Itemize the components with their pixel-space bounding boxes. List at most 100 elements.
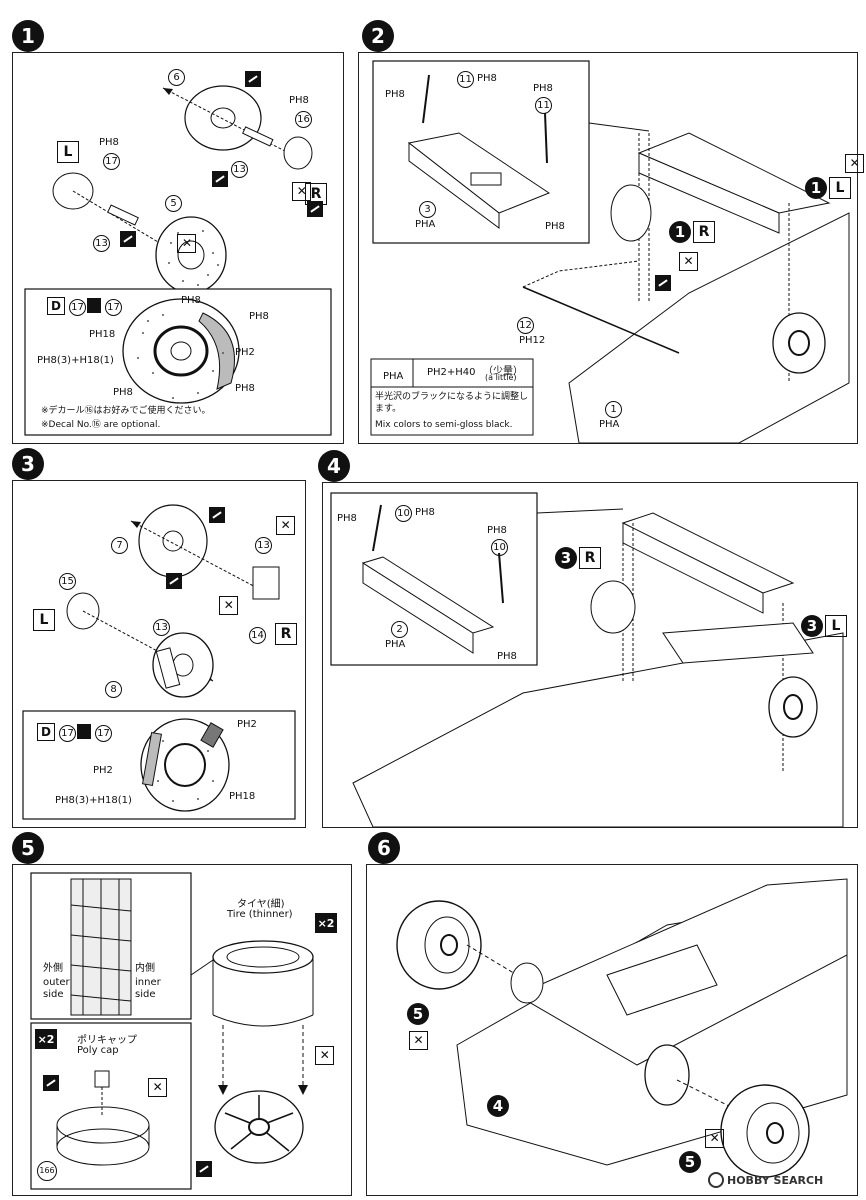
paint-code: PH8: [235, 383, 255, 394]
cement-icon: ✕: [845, 154, 865, 173]
decal-note-en: ※Decal No.⑯ are optional.: [41, 420, 161, 430]
part-13-label: 13: [231, 161, 248, 178]
hourglass-icon: [77, 724, 91, 739]
ref-step-5-badge: 5: [679, 1151, 701, 1173]
part-14-label: 14: [249, 627, 266, 644]
step-2-number: 2: [362, 20, 394, 52]
step-4-number: 4: [318, 450, 350, 482]
ref-step-3-badge: 3: [555, 547, 577, 569]
watermark-logo-icon: [708, 1172, 724, 1188]
cement-icon: ✕: [276, 516, 296, 535]
paint-code: PH8: [113, 387, 133, 398]
qty-x2-badge: ×2: [315, 913, 337, 933]
side-l-box: L: [825, 615, 847, 637]
cement-icon: ✕: [219, 596, 239, 615]
polycap-jp: ポリキャップ: [77, 1035, 137, 1046]
paint-code: PH2: [93, 765, 113, 776]
paint-code: PH8: [385, 89, 405, 100]
table-left-code: PHA: [383, 371, 404, 382]
cement-icon: ✕: [679, 252, 698, 271]
part-13-label: 13: [93, 235, 110, 252]
part-15-label: 15: [59, 573, 76, 590]
paint-mix: PH8(3)+H18(1): [37, 355, 114, 366]
watermark-text: HOBBY SEARCH: [727, 1173, 824, 1187]
paint-code: PH2: [235, 347, 255, 358]
qty-x2-badge: ×2: [35, 1029, 57, 1049]
decal-icon: [196, 1161, 213, 1177]
table-right-code: PH2+H40: [427, 367, 476, 378]
cement-icon: ✕: [409, 1031, 428, 1050]
table-small-jp: （少量）: [483, 366, 523, 377]
side-l-box: L: [33, 609, 55, 631]
ref-step-4-badge: 4: [487, 1095, 509, 1117]
watermark: HOBBY SEARCH: [708, 1172, 823, 1188]
decal-icon: [166, 573, 183, 589]
paint-code: PH18: [229, 791, 256, 802]
paint-code: PHA: [385, 639, 406, 650]
paint-code: PH2: [237, 719, 257, 730]
table-note-jp: 半光沢のブラックになるように調整します。: [375, 392, 529, 414]
paint-code: PH12: [519, 335, 546, 346]
inner-side-jp: 内側: [135, 963, 155, 974]
ref-step-5-badge: 5: [407, 1003, 429, 1025]
side-l-box: L: [57, 141, 79, 163]
step-6-drawing: [396, 878, 848, 1178]
decal-icon: [655, 275, 672, 291]
decal-d-box: D: [37, 723, 55, 741]
part-3-label: 3: [419, 201, 436, 218]
paint-code-ph8: PH8: [289, 95, 309, 106]
part-10-label: 10: [395, 505, 412, 522]
tire-label-jp: タイヤ(細): [237, 899, 285, 910]
paint-code: PH8: [181, 295, 201, 306]
part-17-label: 17: [103, 153, 120, 170]
decal-icon: [307, 201, 324, 217]
cement-icon: ✕: [148, 1078, 168, 1097]
outer-side-en: outer side: [43, 977, 70, 1000]
part-13-label: 13: [153, 619, 170, 636]
part-13-label: 13: [255, 537, 272, 554]
decal-17-label: 17: [59, 725, 76, 742]
paint-code: PHA: [599, 419, 620, 430]
part-12-label: 12: [517, 317, 534, 334]
polycap-en: Poly cap: [77, 1045, 119, 1056]
ref-step-3-badge: 3: [801, 615, 823, 637]
inner-side-en: inner side: [135, 977, 161, 1000]
tire-label-en: Tire (thinner): [227, 909, 293, 920]
part-5-label: 5: [165, 195, 182, 212]
decal-icon: [209, 507, 225, 523]
paint-code: PH18: [89, 329, 116, 340]
step-3-drawing: [22, 504, 296, 820]
side-r-box: R: [305, 183, 327, 205]
part-11-label: 11: [457, 71, 474, 88]
part-166-label: 166: [37, 1161, 57, 1181]
step-2-drawing: [370, 60, 850, 444]
decal-icon: [43, 1075, 59, 1091]
step-3-number: 3: [12, 448, 44, 480]
part-16-label: 16: [295, 111, 312, 128]
paint-code: PH8: [487, 525, 507, 536]
step-1-number: 1: [12, 20, 44, 52]
part-8-label: 8: [105, 681, 122, 698]
side-r-box: R: [275, 623, 297, 645]
side-l-box: L: [829, 177, 851, 199]
part-11-label: 11: [535, 97, 552, 114]
paint-code: PH8: [337, 513, 357, 524]
cement-icon: ✕: [705, 1129, 725, 1148]
decal-icon: [120, 231, 137, 247]
paint-mix: PH8(3)+H18(1): [55, 795, 132, 806]
table-note-en: Mix colors to semi-gloss black.: [375, 420, 513, 430]
outer-side-jp: 外側: [43, 963, 63, 974]
step-6-panel: 5 ✕ 4 ✕ 5: [366, 864, 858, 1196]
step-1-drawing: [24, 85, 332, 436]
step-1-panel: 6 16 PH8 13 ✕ R L PH8 17 5 ✕ 13 D 17 17 …: [12, 52, 344, 444]
cement-icon: ✕: [177, 234, 197, 253]
paint-code: PH8: [415, 507, 435, 518]
decal-icon: [212, 171, 229, 187]
ref-step-1-badge: 1: [669, 221, 691, 243]
hourglass-icon: [87, 298, 101, 313]
step-6-number: 6: [368, 832, 400, 864]
paint-code: PHA: [415, 219, 436, 230]
part-10-label: 10: [491, 539, 508, 556]
step-2-panel: 11 PH8 PH8 PH8 11 3 PHA PH8 1 R ✕ ✕ 1 L …: [358, 52, 865, 444]
decal-note-jp: ※デカール⑯はお好みでご使用ください。: [41, 406, 211, 416]
